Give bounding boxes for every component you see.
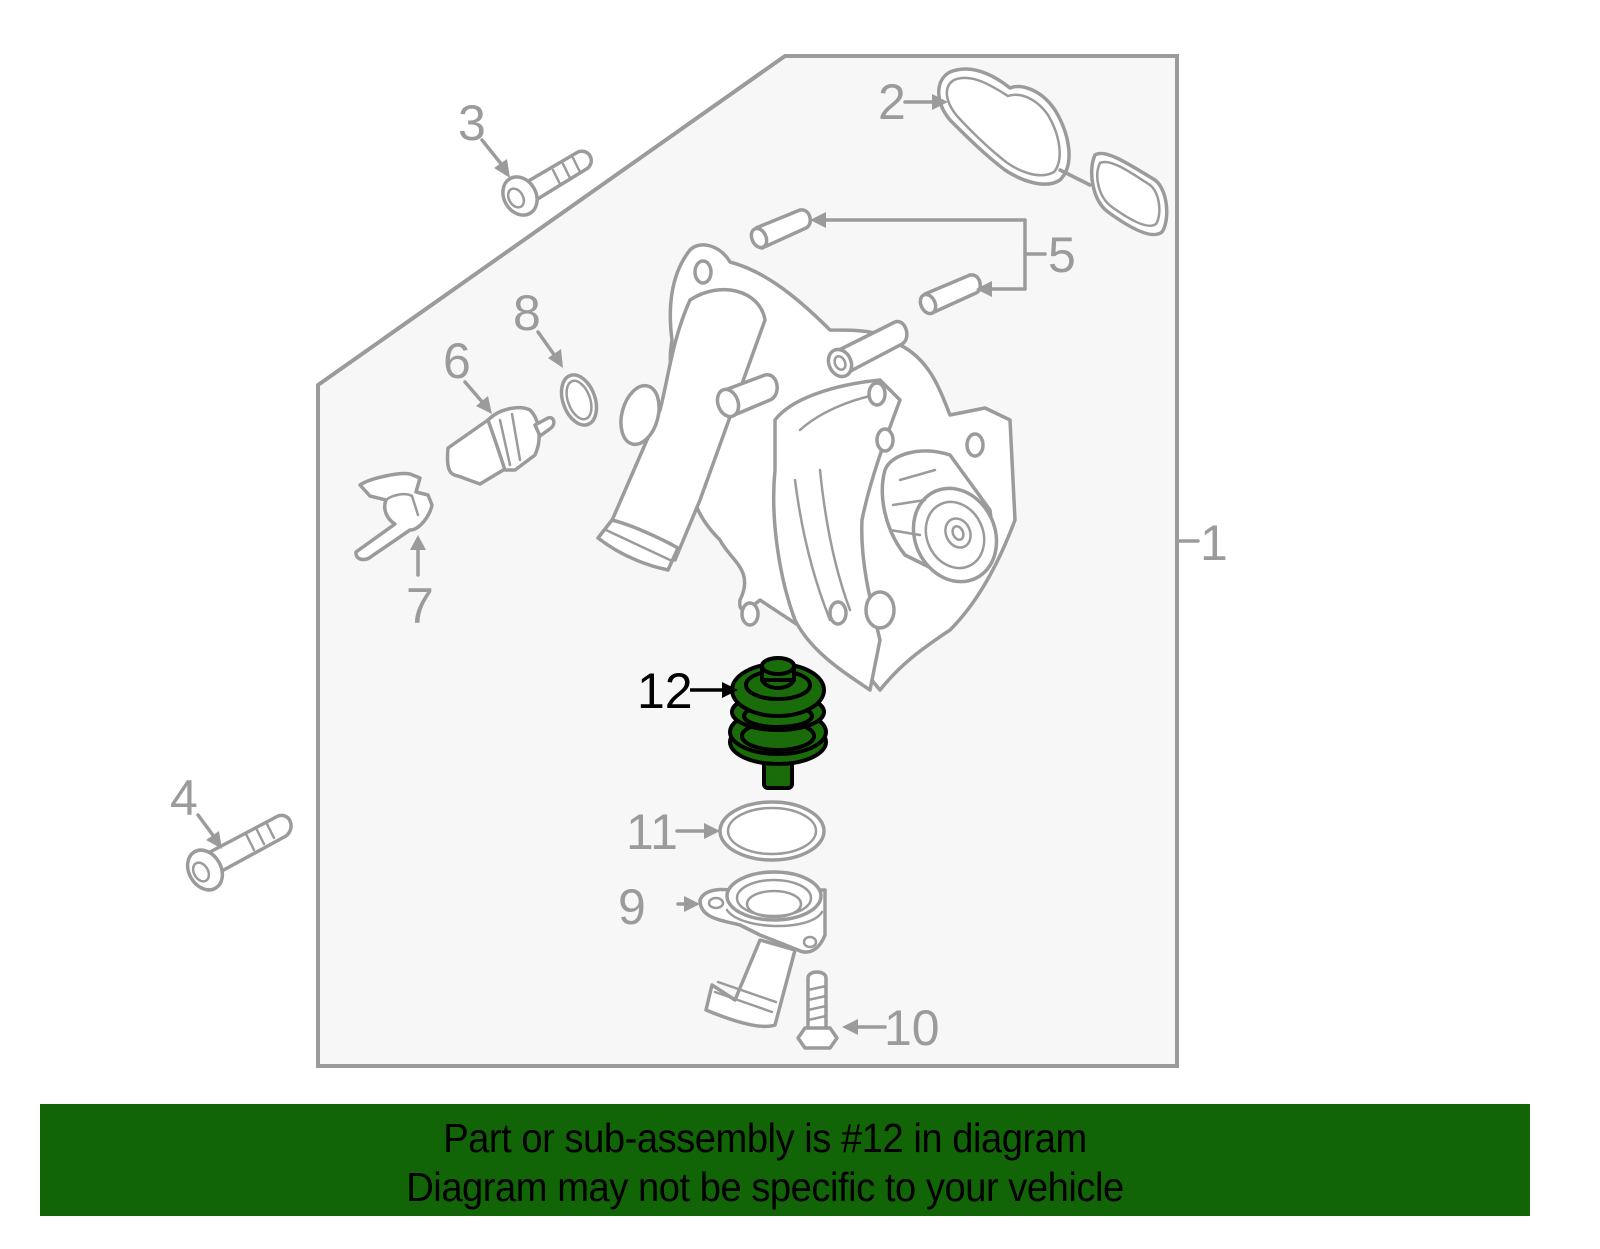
- leader-3: [480, 138, 504, 167]
- water-pump-body: [596, 243, 1017, 692]
- callout-2[interactable]: 2: [878, 74, 906, 130]
- callout-6[interactable]: 6: [443, 333, 471, 389]
- part-3-bolt[interactable]: [496, 149, 593, 221]
- part-8-o-ring[interactable]: [555, 370, 603, 430]
- part-5-dowel-pins[interactable]: [748, 208, 982, 316]
- part-12-thermostat[interactable]: [728, 656, 828, 790]
- parts-diagram: 1 2 3 4 5: [170, 54, 1228, 1068]
- part-10-bolt[interactable]: [796, 970, 839, 1050]
- part-11-seal-ring[interactable]: [718, 800, 826, 862]
- part-2-gasket[interactable]: [937, 67, 1169, 237]
- banner-line-disclaimer: Diagram may not be specific to your vehi…: [406, 1164, 1124, 1210]
- callout-8[interactable]: 8: [513, 285, 541, 341]
- part-4-bolt[interactable]: [181, 813, 293, 896]
- part-6-sensor[interactable]: [445, 406, 556, 486]
- banner-line-part: Part or sub-assembly is #12 in diagram: [443, 1115, 1087, 1161]
- callout-12[interactable]: 12: [637, 663, 693, 719]
- part-9-thermostat-housing[interactable]: [698, 870, 827, 1029]
- callout-4[interactable]: 4: [170, 770, 198, 826]
- callout-7[interactable]: 7: [406, 578, 434, 634]
- part-7-clip[interactable]: [354, 471, 434, 562]
- part-info-banner: Part or sub-assembly is #12 in diagram D…: [40, 1104, 1530, 1216]
- leader-4: [196, 813, 217, 840]
- callout-3[interactable]: 3: [458, 95, 486, 151]
- callout-1[interactable]: 1: [1200, 515, 1228, 571]
- leader-6: [463, 380, 486, 406]
- leader-8: [536, 330, 557, 358]
- callout-5[interactable]: 5: [1048, 227, 1076, 283]
- callout-11[interactable]: 11: [626, 804, 678, 860]
- callout-9[interactable]: 9: [618, 879, 646, 935]
- callout-10[interactable]: 10: [884, 1000, 940, 1056]
